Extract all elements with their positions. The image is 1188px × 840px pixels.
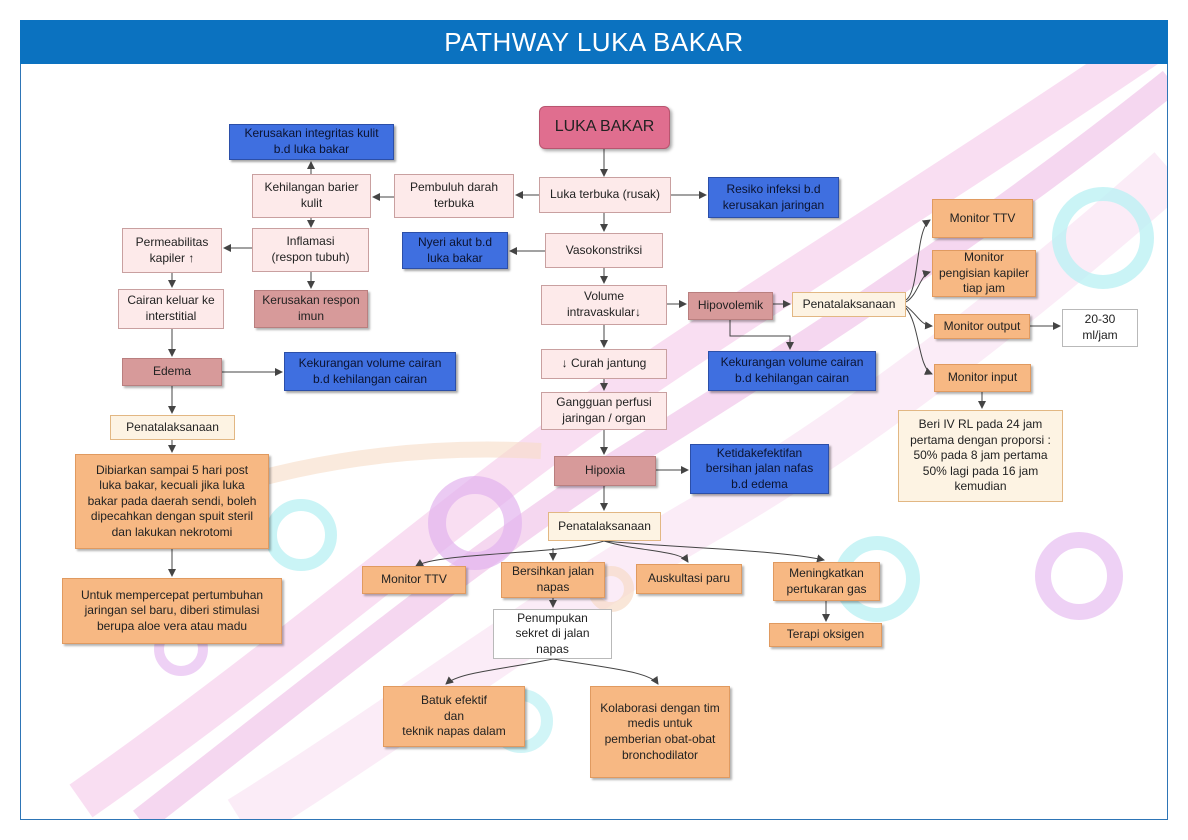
node-edema: Edema <box>122 358 222 386</box>
node-penumpukan-sekret: Penumpukan sekret di jalan napas <box>493 609 612 659</box>
node-kerusakan-respon: Kerusakan respon imun <box>254 290 368 328</box>
node-penatalaksanaan-right: Penatalaksanaan <box>792 292 906 317</box>
node-pembuluh-darah: Pembuluh darah terbuka <box>394 174 514 218</box>
node-output-rate: 20-30 ml/jam <box>1062 309 1138 347</box>
node-inflamasi: Inflamasi (respon tubuh) <box>252 228 369 272</box>
node-monitor-output: Monitor output <box>934 314 1030 339</box>
page-title: PATHWAY LUKA BAKAR <box>20 20 1168 64</box>
node-monitor-ttv-right: Monitor TTV <box>932 199 1033 238</box>
node-penatalaksanaan-left: Penatalaksanaan <box>110 415 235 440</box>
node-kerusakan-integritas: Kerusakan integritas kulit b.d luka baka… <box>229 124 394 160</box>
node-monitor-pengisian-kapiler: Monitor pengisian kapiler tiap jam <box>932 250 1036 297</box>
node-hipovolemik: Hipovolemik <box>688 292 773 320</box>
node-auskultasi-paru: Auskultasi paru <box>636 564 742 594</box>
node-hipoxia: Hipoxia <box>554 456 656 486</box>
node-nyeri-akut: Nyeri akut b.d luka bakar <box>402 232 508 269</box>
node-dibiarkan: Dibiarkan sampai 5 hari post luka bakar,… <box>75 454 269 549</box>
node-luka-bakar: LUKA BAKAR <box>539 106 670 149</box>
node-curah-jantung: ↓ Curah jantung <box>541 349 667 379</box>
node-luka-terbuka: Luka terbuka (rusak) <box>539 177 671 213</box>
node-cairan-keluar: Cairan keluar ke interstitial <box>118 289 224 329</box>
node-kehilangan-barier: Kehilangan barier kulit <box>252 174 371 218</box>
node-bersihkan-jalan-napas: Bersihkan jalan napas <box>501 562 605 598</box>
node-kolaborasi: Kolaborasi dengan tim medis untuk pember… <box>590 686 730 778</box>
node-kekurangan-cairan-mid: Kekurangan volume cairan b.d kehilangan … <box>708 351 876 391</box>
node-untuk-mempercepat: Untuk mempercepat pertumbuhan jaringan s… <box>62 578 282 644</box>
node-kekurangan-cairan-left: Kekurangan volume cairan b.d kehilangan … <box>284 352 456 391</box>
node-monitor-input: Monitor input <box>934 364 1031 392</box>
node-ketidakefektifan: Ketidakefektifan bersihan jalan nafas b.… <box>690 444 829 494</box>
node-batuk-efektif: Batuk efektif dan teknik napas dalam <box>383 686 525 747</box>
node-resiko-infeksi: Resiko infeksi b.d kerusakan jaringan <box>708 177 839 218</box>
node-terapi-oksigen: Terapi oksigen <box>769 623 882 647</box>
node-monitor-ttv-mid: Monitor TTV <box>362 566 466 594</box>
node-gangguan-perfusi: Gangguan perfusi jaringan / organ <box>541 392 667 430</box>
node-beri-iv-rl: Beri IV RL pada 24 jam pertama dengan pr… <box>898 410 1063 502</box>
node-penatalaksanaan-mid: Penatalaksanaan <box>548 512 661 541</box>
node-meningkatkan-pertukaran-gas: Meningkatkan pertukaran gas <box>773 562 880 601</box>
node-vasokonstriksi: Vasokonstriksi <box>545 233 663 268</box>
node-volume-intravaskular: Volume intravaskular↓ <box>541 285 667 325</box>
node-permeabilitas: Permeabilitas kapiler ↑ <box>122 228 222 273</box>
